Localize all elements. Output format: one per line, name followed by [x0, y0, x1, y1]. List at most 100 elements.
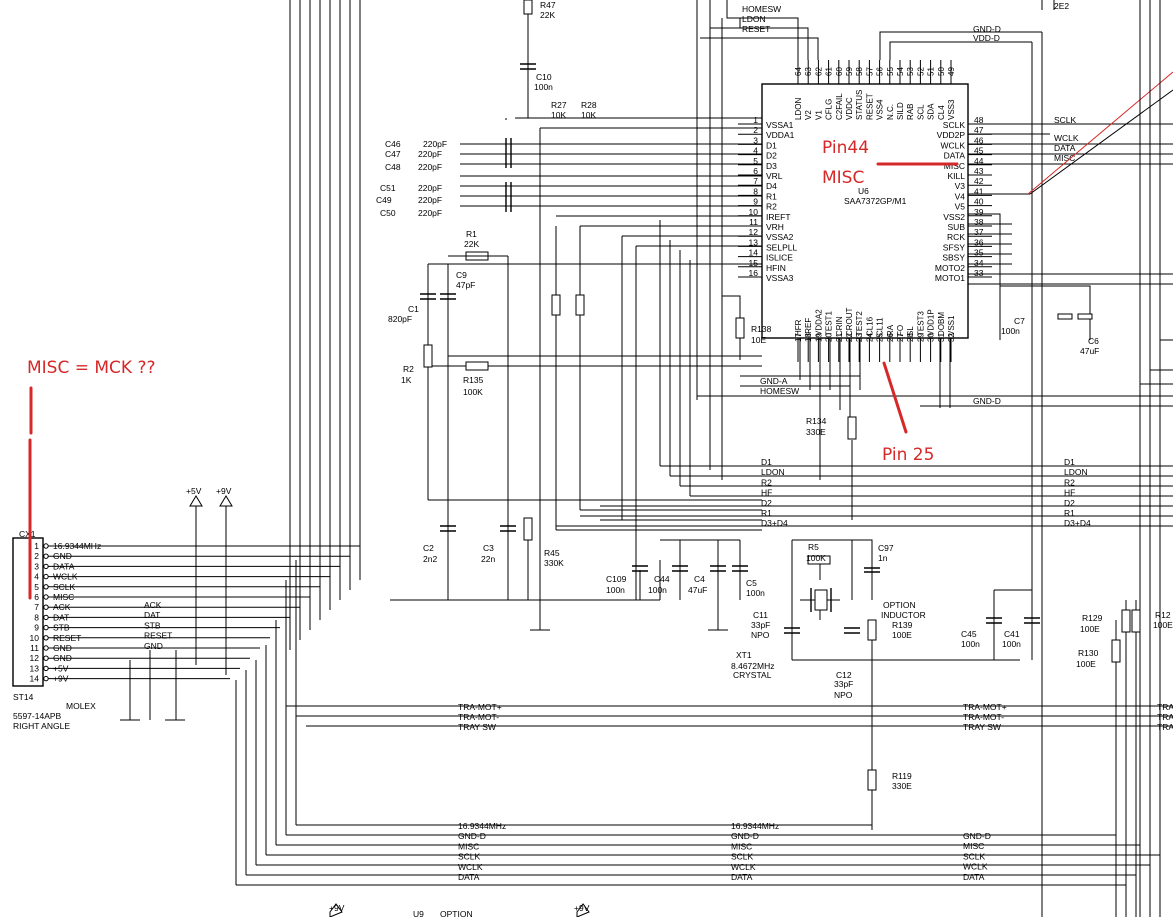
ic-bottom-pin-num: 23 [855, 333, 864, 342]
ic-left-pin-name: D2 [766, 151, 777, 161]
c50-val: 220pF [418, 208, 442, 218]
ic-top-pin-name: VDDC [845, 97, 854, 120]
ic-right-pin-num: 35 [974, 248, 984, 258]
c9-val: 47pF [456, 280, 475, 290]
c7-body [1057, 313, 1073, 320]
ic-bottom-pin-num: 22 [845, 333, 854, 342]
ic-top-pin-num: 54 [896, 67, 905, 76]
ic-right-pin-num: 46 [974, 135, 984, 145]
ic-top-pin-name: LDON [794, 98, 803, 120]
c2-ref: C2 [423, 543, 434, 553]
bottom-bus-col2-label: DATA [731, 872, 753, 882]
ic-top-pin-num: 51 [927, 67, 936, 76]
connector-maker: MOLEX [66, 701, 96, 711]
connector-side-label: ACK [144, 600, 162, 610]
bus-left-label: LDON [761, 467, 785, 477]
ic-right-pin-num: 38 [974, 217, 984, 227]
right-nets: SCLK WCLK DATA MISC C7 100n C6 47uF [968, 71, 1173, 385]
r119-body [867, 769, 877, 791]
connector-pin-num: 14 [30, 674, 40, 684]
c7-ref: C7 [1014, 316, 1025, 326]
c5-ref: C5 [746, 578, 757, 588]
bottom-bus-col3-label: WCLK [963, 862, 988, 872]
c12-val: 33pF [834, 679, 853, 689]
net-homesw-mid: HOMESW [760, 386, 799, 396]
ic-right-pin-num: 44 [974, 156, 984, 166]
bottom-bus-col1-label: MISC [458, 841, 479, 851]
ic-left-pin-num: 5 [753, 156, 758, 166]
ic-bottom-pin-name: CL11 [876, 317, 885, 336]
bottom-bus-col2-label: WCLK [731, 862, 756, 872]
ic-bottom-pin-name: TEST2 [855, 311, 864, 336]
r130-body [1111, 639, 1121, 663]
ic-left-pin-name: VRH [766, 222, 784, 232]
r2-body [423, 344, 433, 368]
ic-top-pin-name: CFLG [825, 99, 834, 120]
ic-u6: U6 SAA7372GP/M1 64LDON63V262V161CFLG60C2… [738, 60, 992, 362]
connector-pin-num: 11 [30, 643, 39, 653]
tray-left-2: TRAY SW [458, 722, 496, 732]
c12-type: NPO [834, 690, 853, 700]
connector-body [12, 537, 44, 687]
connector-pin-num: 6 [34, 592, 39, 602]
ic-right-pin-name: KILL [948, 171, 966, 181]
connector-side-label: DAT [144, 610, 160, 620]
r28-ref: R28 [581, 100, 597, 110]
annotation-pin44: Pin44 [822, 138, 869, 158]
ic-left-pin-name: R1 [766, 191, 777, 201]
r1-val: 22K [464, 239, 479, 249]
ic-top-pin-name: RESET [865, 93, 874, 120]
tray-nets: TRA-MOT+ TRA-MOT- TRAY SW TRA-MOT+ TRA-M… [458, 702, 1173, 732]
c6-body [1077, 313, 1093, 320]
ic-right-pin-num: 40 [974, 197, 984, 207]
c11-type: NPO [751, 630, 770, 640]
rail-p5: +5V [186, 486, 202, 496]
ic-right-pin-name: SCLK [943, 120, 966, 130]
connector-pin-num: 9 [34, 623, 39, 633]
net-ldon-top: LDON [742, 14, 766, 24]
net-reset-top: RESET [742, 24, 770, 34]
r135-ref: R135 [463, 375, 484, 385]
ic-bottom-pin-num: 26 [886, 333, 895, 342]
ic-right-pin-num: 43 [974, 166, 984, 176]
top-left-parts: R47 22K C10 100n R27 10K R28 10K [520, 0, 762, 530]
xt1-val: 8.4672MHz [731, 661, 774, 671]
connector-ref: CX1 [19, 529, 36, 539]
bottom-bus-col3-label: MISC [963, 841, 984, 851]
c3-val: 22n [481, 554, 495, 564]
connector-pin-dot [43, 675, 49, 682]
xt1-body [814, 589, 828, 611]
ic-right-pins: 48SCLK47VDD2P46WCLK45DATA44MISC43KILL42V… [935, 115, 992, 283]
bus-right-label: D3+D4 [1064, 518, 1091, 528]
ic-top-pin-name: SCL [916, 104, 925, 120]
r139-val: 100E [892, 630, 912, 640]
c4-ref: C4 [694, 574, 705, 584]
ic-top-pin-name: RAB [906, 104, 915, 120]
ic-left-pin-name: VDDA1 [766, 130, 795, 140]
ic-top-pin-name: SDA [927, 103, 936, 120]
r47-ref: R47 [540, 0, 556, 10]
annotation-question: MISC = MCK ?? [27, 358, 156, 378]
r139-ref: R139 [892, 620, 913, 630]
connector-pin-dot [43, 614, 49, 621]
ic-right-pin-name: RCK [947, 232, 965, 242]
bus-left-label: D1 [761, 457, 772, 467]
net-data-right: DATA [1054, 143, 1076, 153]
cap-bank: C46 220pF C47 220pF C48 220pF C51 220pF … [376, 100, 762, 600]
r129-ref: R129 [1082, 613, 1103, 623]
r45-ref: R45 [544, 548, 560, 558]
ic-left-pin-name: D1 [766, 140, 777, 150]
connector-ref-bottom: ST14 [13, 692, 34, 702]
ic-bottom-pin-num: 20 [825, 333, 834, 342]
connector-pin-dot [43, 604, 49, 610]
connector-pin-num: 3 [34, 561, 39, 571]
c48-ref: C48 [385, 162, 401, 172]
ic-top-pin-num: 62 [814, 67, 823, 76]
tray-right-0: TRA-MOT+ [963, 702, 1007, 712]
tray-left-0: TRA-MOT+ [458, 702, 502, 712]
